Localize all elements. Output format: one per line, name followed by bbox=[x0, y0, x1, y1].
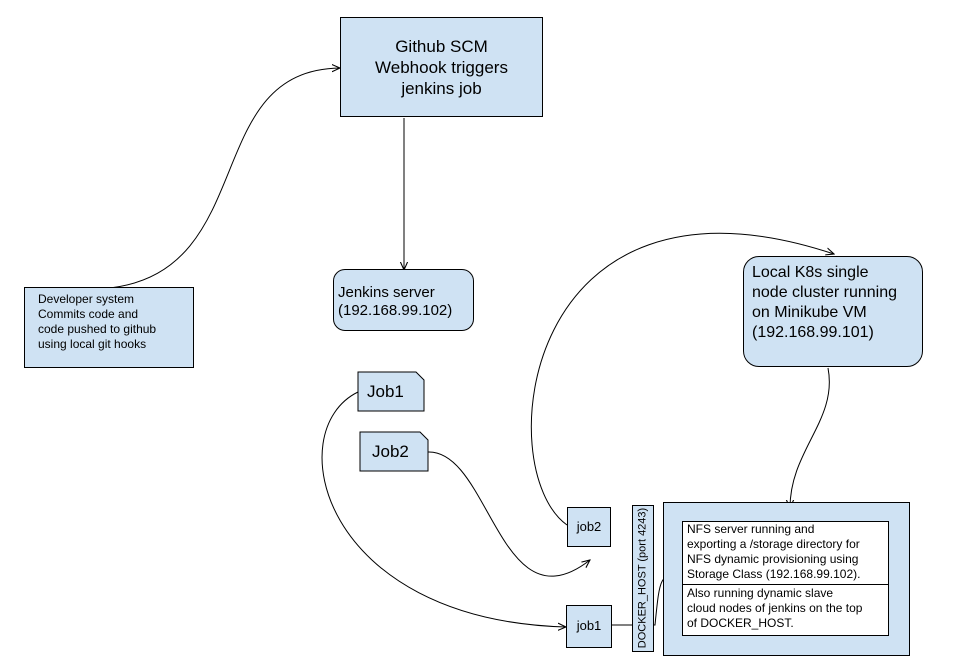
k8s-cluster-box bbox=[743, 256, 923, 367]
connector-job2card-to-job2box bbox=[427, 451, 590, 577]
job2-card-shape bbox=[359, 431, 429, 472]
nfs-inner-box bbox=[682, 521, 889, 636]
developer-system-box bbox=[24, 287, 194, 368]
job1-box bbox=[566, 605, 612, 648]
job1-card-label: Job1 bbox=[367, 382, 404, 401]
job1-box-label: job1 bbox=[576, 618, 602, 633]
connector-k8s-to-nfs bbox=[790, 367, 830, 508]
docker-host-label: DOCKER_HOST (port 4243) bbox=[636, 507, 649, 649]
jenkins-server-box bbox=[333, 269, 474, 331]
job1-card-shape bbox=[357, 371, 425, 412]
job2-box bbox=[567, 507, 611, 547]
nfs-server-label: NFS server running and exporting a /stor… bbox=[687, 522, 861, 581]
developer-system-label: Developer system Commits code and code p… bbox=[38, 292, 157, 351]
jenkins-server-label: Jenkins server (192.168.99.102) bbox=[338, 284, 453, 319]
connector-job1card-to-job1box bbox=[321, 391, 566, 627]
connector-developer-to-github bbox=[109, 68, 340, 289]
github-scm-label: Github SCM Webhook triggers jenkins job bbox=[375, 37, 508, 98]
docker-host-box bbox=[632, 505, 654, 652]
connector-job2box-to-k8s bbox=[530, 232, 834, 526]
github-scm-box bbox=[340, 17, 543, 117]
k8s-cluster-label: Local K8s single node cluster running on… bbox=[752, 264, 897, 341]
job2-box-label: job2 bbox=[576, 519, 602, 534]
nfs-divider bbox=[682, 584, 889, 585]
job2-card-label: Job2 bbox=[372, 442, 409, 461]
nfs-slave-label: Also running dynamic slave cloud nodes o… bbox=[687, 586, 863, 630]
